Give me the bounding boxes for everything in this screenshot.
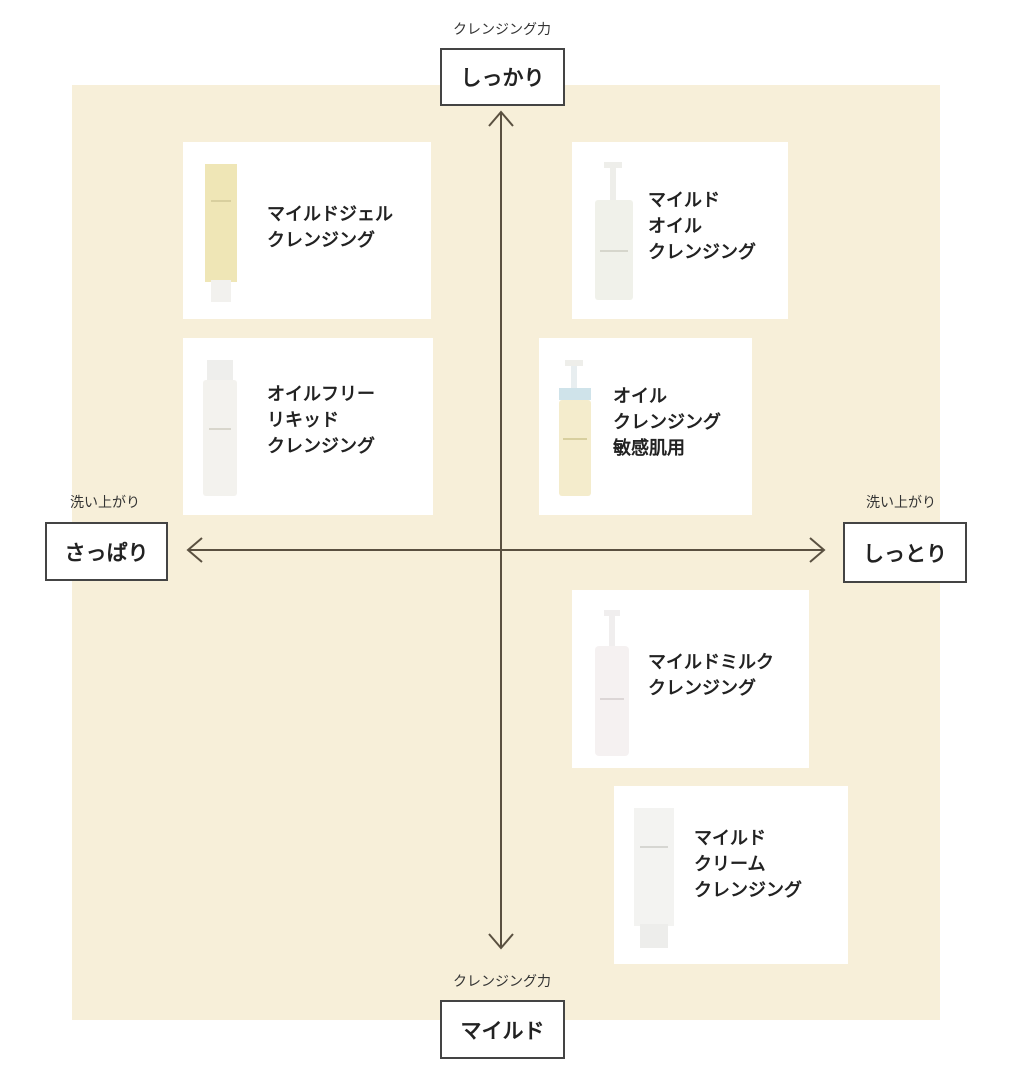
product-name: マイルド オイル クレンジング	[648, 190, 756, 263]
horizontal-axis-caption-left: 洗い上がり	[70, 495, 140, 511]
product-name: マイルドジェル クレンジング	[267, 204, 393, 251]
product-name: オイル クレンジング 敏感肌用	[613, 386, 721, 459]
product-name: マイルド クリーム クレンジング	[694, 828, 802, 901]
product-card-mild-cream: マイルド クリーム クレンジング	[614, 786, 848, 964]
axis-label-top: しっかり	[440, 48, 565, 106]
pump-bottle-icon	[559, 360, 591, 496]
product-card-mild-gel: マイルドジェル クレンジング	[183, 142, 431, 319]
pump-bottle-icon	[595, 610, 629, 756]
product-name: マイルドミルク クレンジング	[648, 652, 774, 699]
axis-label-right: しっとり	[843, 522, 967, 583]
axis-label-bottom: マイルド	[440, 1000, 565, 1059]
vertical-axis-caption-top: クレンジング力	[453, 22, 551, 38]
gel-tube-icon	[205, 164, 237, 302]
product-card-mild-oil: マイルド オイル クレンジング	[572, 142, 788, 319]
product-card-oil-sensitive: オイル クレンジング 敏感肌用	[539, 338, 752, 515]
product-card-oil-free-liquid: オイルフリー リキッド クレンジング	[183, 338, 433, 515]
axis-label-left: さっぱり	[45, 522, 168, 581]
horizontal-axis-caption-right: 洗い上がり	[866, 495, 936, 511]
vertical-axis-caption-bottom: クレンジング力	[453, 974, 551, 990]
cream-tube-icon	[634, 808, 674, 948]
bottle-icon	[203, 360, 237, 496]
product-card-mild-milk: マイルドミルク クレンジング	[572, 590, 809, 768]
product-name: オイルフリー リキッド クレンジング	[267, 384, 375, 457]
pump-bottle-icon	[595, 162, 633, 300]
